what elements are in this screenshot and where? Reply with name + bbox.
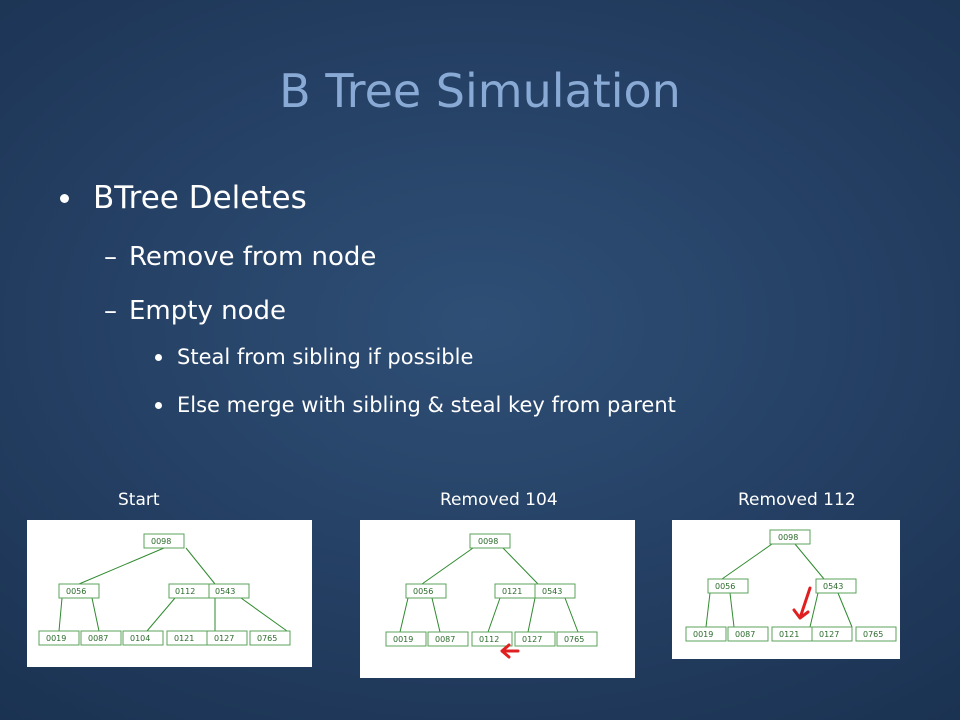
tree-panel-start: 0098 0056 0112 0543 0019 0087 0104 0121 <box>27 520 312 667</box>
btree-diagram-start: 0098 0056 0112 0543 0019 0087 0104 0121 <box>38 533 291 646</box>
bullet-text: Steal from sibling if possible <box>177 345 474 369</box>
btree-node-leaf: 0765 <box>249 630 291 646</box>
bullet-list: BTree Deletes – Remove from node – Empty… <box>0 0 960 470</box>
caption-removed-112: Removed 112 <box>738 490 856 510</box>
tree-edge <box>431 597 441 633</box>
btree-node-leaf: 0019 <box>685 626 727 642</box>
node-key: 0019 <box>693 630 713 639</box>
node-key: 0019 <box>46 634 66 643</box>
bullet-dot <box>60 193 69 203</box>
btree-node-leaf: 0112 <box>471 631 513 647</box>
node-key: 0019 <box>393 635 413 644</box>
btree-node-root: 0098 <box>469 533 511 549</box>
btree-node-leaf: 0121 0127 <box>771 626 853 642</box>
node-key: 0087 <box>435 635 455 644</box>
tree-panel-removed-112: 0098 0056 0543 0019 0087 0121 0127 0765 <box>672 520 900 659</box>
tree-edge <box>809 592 819 628</box>
tree-edge <box>721 543 773 580</box>
red-down-arrow-icon <box>792 586 812 620</box>
tree-edge <box>91 597 100 632</box>
tree-edge <box>185 547 216 585</box>
bullet-dot <box>155 353 162 361</box>
node-key: 0098 <box>478 537 498 546</box>
node-key: 0765 <box>863 630 883 639</box>
bullet-dash: – <box>104 296 117 326</box>
tree-edge <box>837 592 853 628</box>
tree-edge <box>399 597 409 633</box>
btree-node-leaf: 0765 <box>556 631 598 647</box>
bullet-remove-from-node: – Remove from node <box>104 238 376 276</box>
btree-node-leaf: 0765 <box>855 626 897 642</box>
btree-node-internal: 0112 0543 <box>168 583 250 599</box>
btree-node-root: 0098 <box>769 529 811 545</box>
btree-node-leaf: 0019 <box>385 631 427 647</box>
node-key: 0098 <box>778 533 798 542</box>
btree-node-root: 0098 <box>143 533 185 549</box>
tree-edge <box>564 597 579 633</box>
btree-node-leaf: 0087 <box>80 630 122 646</box>
caption-removed-104: Removed 104 <box>440 490 558 510</box>
node-key: 0104 <box>130 634 150 643</box>
tree-edge <box>705 592 711 628</box>
btree-node-internal: 0056 <box>58 583 100 599</box>
btree-node-internal: 0056 <box>707 578 749 594</box>
bullet-empty-node: – Empty node <box>104 292 286 330</box>
bullet-text: BTree Deletes <box>93 180 307 216</box>
tree-edge <box>240 597 288 632</box>
node-key: 0121 <box>502 587 522 596</box>
node-key: 0087 <box>88 634 108 643</box>
bullet-merge-with-sibling: Else merge with sibling & steal key from… <box>155 389 676 421</box>
btree-node-leaf: 0087 <box>427 631 469 647</box>
node-key: 0112 <box>175 587 195 596</box>
btree-node-internal: 0056 <box>405 583 447 599</box>
btree-node-leaf: 0104 <box>122 630 164 646</box>
bullet-text: Remove from node <box>129 242 377 272</box>
node-key: 0087 <box>735 630 755 639</box>
caption-start: Start <box>118 490 160 510</box>
tree-edge <box>729 592 735 628</box>
btree-node-leaf: 0019 <box>38 630 80 646</box>
node-key: 0121 <box>174 634 194 643</box>
bullet-btree-deletes: BTree Deletes <box>60 176 307 220</box>
tree-edge <box>794 543 825 580</box>
node-key: 0121 <box>779 630 799 639</box>
bullet-text: Else merge with sibling & steal key from… <box>177 393 676 417</box>
node-key: 0543 <box>823 582 843 591</box>
tree-edge <box>527 597 536 633</box>
node-key: 0765 <box>564 635 584 644</box>
node-key: 0127 <box>819 630 839 639</box>
btree-node-internal: 0121 0543 <box>494 583 576 599</box>
tree-panel-removed-104: 0098 0056 0121 0543 0019 0087 0112 0127 <box>360 520 635 678</box>
node-key: 0543 <box>215 587 235 596</box>
node-key: 0056 <box>715 582 735 591</box>
tree-edge <box>146 597 176 632</box>
bullet-dash: – <box>104 242 117 272</box>
tree-edge <box>502 547 539 585</box>
tree-edge <box>421 547 474 585</box>
tree-edge <box>78 547 165 585</box>
tree-edge <box>58 597 63 632</box>
red-left-arrow-icon <box>500 643 520 659</box>
btree-node-internal: 0543 <box>815 578 857 594</box>
btree-diagram-removed-112: 0098 0056 0543 0019 0087 0121 0127 0765 <box>685 529 897 642</box>
node-key: 0098 <box>151 537 171 546</box>
node-key: 0765 <box>257 634 277 643</box>
node-key: 0127 <box>522 635 542 644</box>
node-key: 0056 <box>66 587 86 596</box>
bullet-steal-from-sibling: Steal from sibling if possible <box>155 341 473 373</box>
btree-node-leaf: 0087 <box>727 626 769 642</box>
node-key: 0127 <box>214 634 234 643</box>
node-key: 0056 <box>413 587 433 596</box>
node-key: 0543 <box>542 587 562 596</box>
tree-edge <box>487 597 501 633</box>
bullet-text: Empty node <box>129 296 286 326</box>
btree-node-leaf: 0127 <box>514 631 556 647</box>
slide-title: B Tree Simulation <box>279 64 681 118</box>
node-key: 0112 <box>479 635 499 644</box>
btree-node-leaf: 0121 0127 <box>166 630 248 646</box>
btree-diagram-removed-104: 0098 0056 0121 0543 0019 0087 0112 0127 <box>385 533 598 659</box>
bullet-dot <box>155 401 162 409</box>
